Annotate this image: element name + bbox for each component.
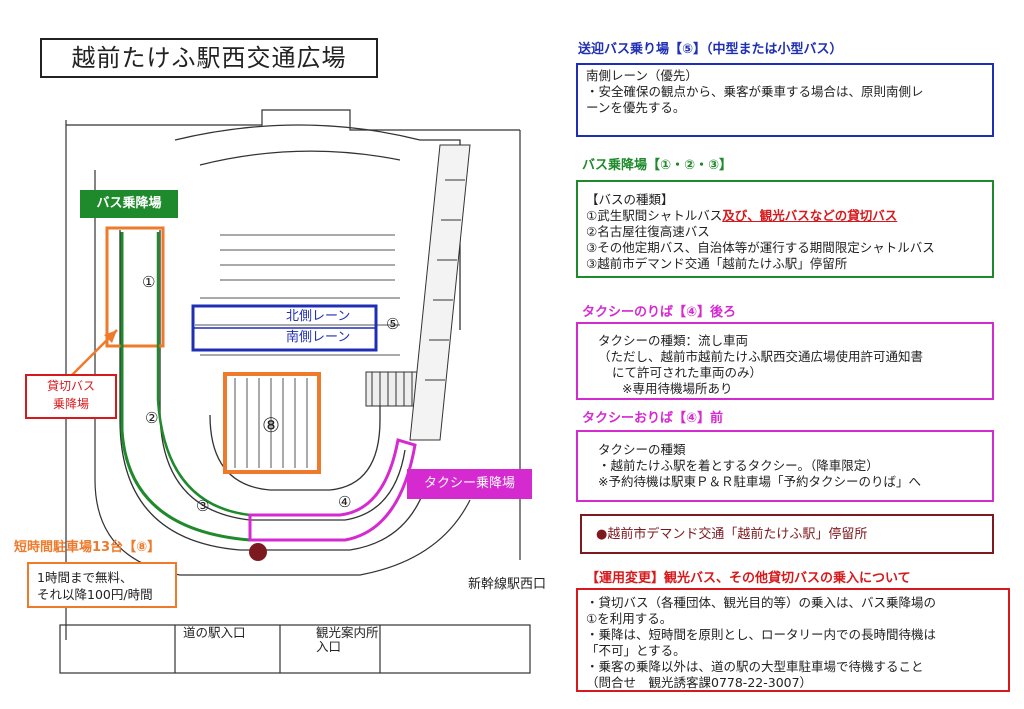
pickup-box: 南側レーン（優先） ・安全確保の観点から、乗客が乗車する場合は、原則南側レ ーン… [576, 63, 994, 137]
plaza-map [59, 109, 531, 674]
south-lane-label: 南側レーン [286, 330, 351, 345]
demand-transport-stop-marker [249, 543, 267, 561]
parking-title: 短時間駐車場13台【⑧】 [14, 540, 161, 555]
charter-bus-label: 貸切バス 乗降場 [25, 374, 117, 419]
map-number-2: ② [145, 409, 159, 427]
tourist-info-entrance-label: 観光案内所 入口 [316, 625, 379, 655]
parking-stripes [234, 378, 308, 468]
ops-change-box: ・貸切バス（各種団体、観光目的等）の乗入は、バス乗降場の ①を利用する。 ・乗降… [576, 588, 1010, 692]
ops-change-heading: 【運用変更】観光バス、その他貸切バスの乗入について [586, 571, 911, 586]
north-lane-label: 北側レーン [286, 309, 351, 324]
taxi-drop-heading: タクシーおりば【④】前 [582, 411, 724, 426]
bus-stop-green-route [120, 232, 251, 542]
outer-road [94, 170, 471, 576]
map-background [59, 109, 531, 674]
map-number-3: ③ [196, 497, 210, 515]
pickup-heading: 送迎バス乗り場【⑤】（中型または小型バス） [578, 42, 843, 57]
taxi-stop-badge: タクシー乗降場 [407, 469, 532, 499]
map-number-1: ① [142, 273, 156, 291]
taxi-zone [248, 438, 417, 542]
bus-stop-badge: バス乗降場 [80, 190, 178, 218]
map-number-8: ⑧ [262, 413, 280, 437]
hatched-area [365, 144, 471, 441]
page-title: 越前たけふ駅西交通広場 [40, 38, 378, 78]
bus-stop-green-route-inner [156, 232, 251, 517]
upper-islands [195, 234, 400, 356]
charter-bus-highlight: 及び、観光バスなどの貸切バス [722, 208, 898, 223]
map-number-4: ④ [338, 493, 352, 511]
bottom-building [59, 624, 531, 674]
demand-transport-box: ●越前市デマンド交通「越前たけふ駅」停留所 [580, 514, 994, 554]
taxi-ride-heading: タクシーのりば【④】後ろ [582, 305, 737, 320]
bus-stop-1-zone [105, 226, 165, 348]
bus-box: 【バスの種類】 ①武生駅間シャトルバス及び、観光バスなどの貸切バス ②名古屋往復… [576, 180, 994, 278]
taxi-ride-box: タクシーの種類：流し車両 （ただし、越前市越前たけふ駅西交通広場使用許可通知書 … [576, 322, 994, 400]
station-west-exit-label: 新幹線駅西口 [468, 577, 547, 592]
rotary-loop [119, 124, 461, 551]
bus-heading: バス乗降場【①・②・③】 [582, 158, 733, 173]
michinoeki-entrance-label: 道の駅入口 [183, 625, 246, 640]
parking-zone-8 [223, 372, 321, 474]
parking-info-box: 1時間まで無料、 それ以降100円/時間 [27, 562, 177, 608]
taxi-drop-box: タクシーの種類 ・越前たけふ駅を着とするタクシー。（降車限定） ※予約待機は駅東… [576, 430, 994, 502]
map-number-5: ⑤ [386, 315, 400, 333]
